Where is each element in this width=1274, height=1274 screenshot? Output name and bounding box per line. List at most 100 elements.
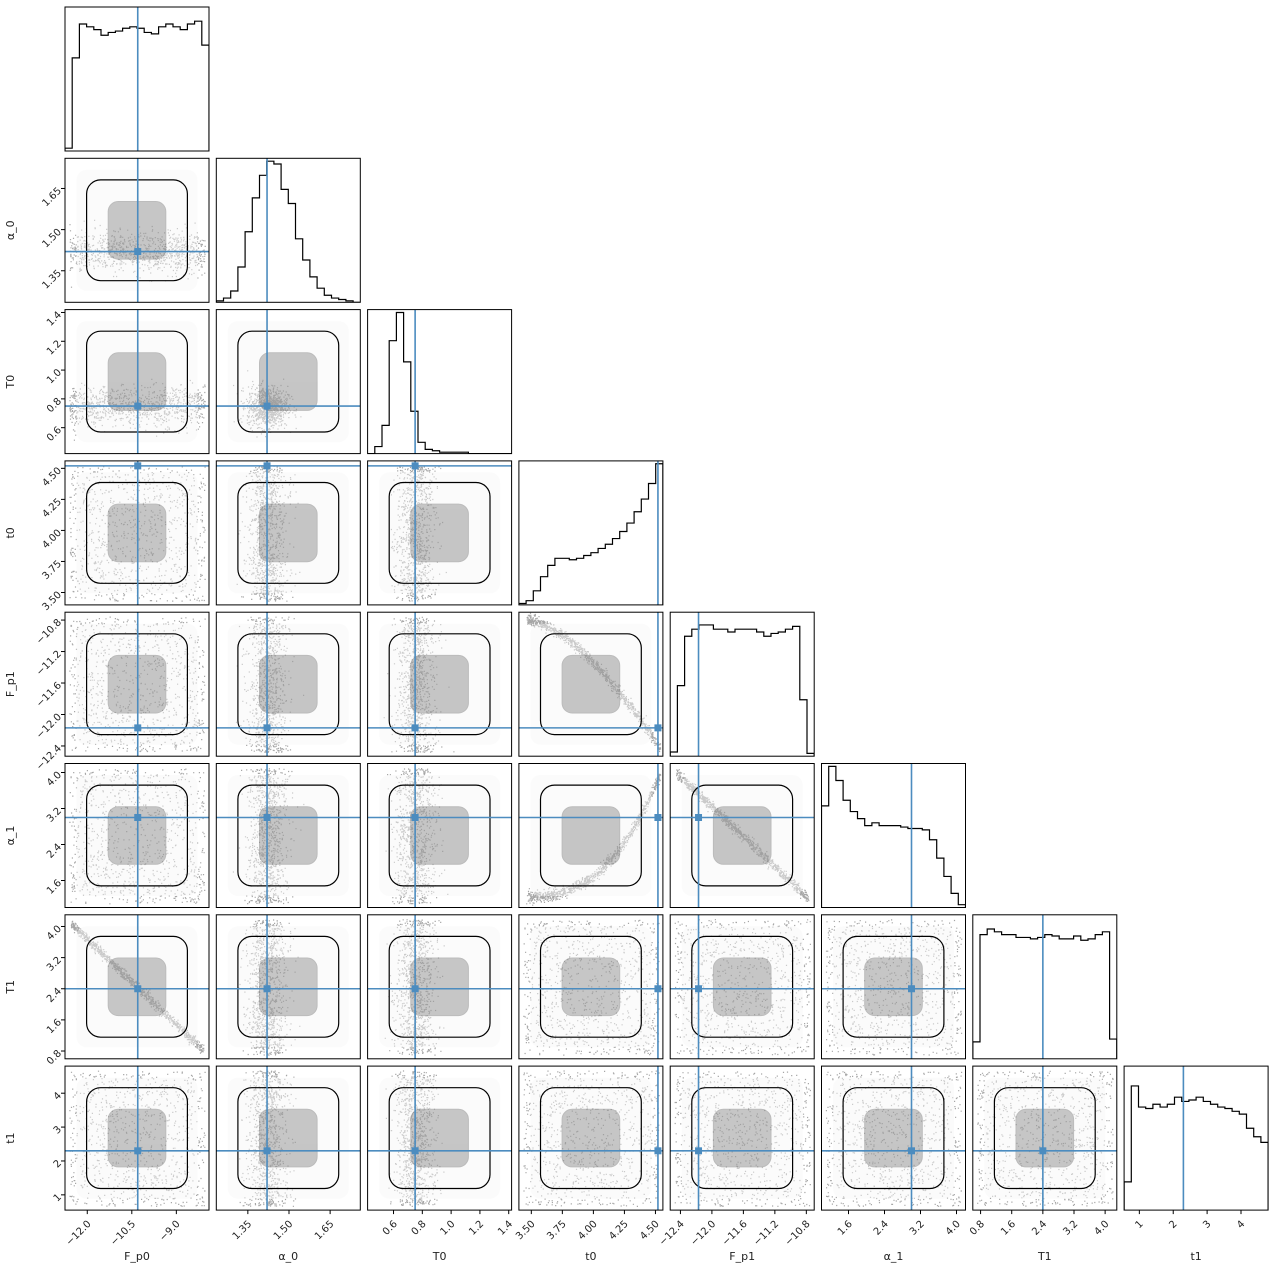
truth-marker (134, 724, 142, 732)
x-tick-label: −12.0 (689, 1219, 718, 1248)
x-tick-label: −10.8 (783, 1219, 812, 1248)
contour-inner (410, 503, 469, 563)
panel-4-4 (669, 611, 815, 757)
x-tick-label: 0.8 (968, 1219, 987, 1238)
x-tick-label: 2 (1167, 1219, 1179, 1231)
truth-marker (654, 814, 662, 821)
panel-bg (518, 460, 663, 605)
panel-frame (64, 611, 210, 757)
panel-5-0: 1.62.43.24.0α_1 (4, 763, 210, 908)
panel-bg (367, 309, 512, 454)
y-axis-label: t1 (4, 1132, 17, 1143)
x-tick-label: 0.8 (410, 1219, 429, 1238)
x-tick-label: 3.2 (908, 1219, 927, 1238)
contour-inner (561, 654, 621, 714)
x-tick-label: 1.2 (467, 1219, 486, 1238)
truth-marker (411, 724, 419, 732)
panel-bg (670, 763, 815, 908)
panel-frame (518, 763, 664, 908)
x-tick-label: 4.00 (576, 1219, 600, 1243)
contour-outer (993, 1087, 1096, 1190)
histogram-T1 (972, 928, 1117, 1059)
panel-5-5 (821, 763, 966, 908)
panel-frame (518, 914, 664, 1060)
panel-5-3 (518, 763, 664, 908)
scatter-points (239, 1070, 297, 1207)
panel-6-0: 0.81.62.43.24.0T1 (4, 914, 210, 1067)
x-axis-label: t0 (585, 1250, 596, 1263)
contour-inner (410, 1108, 469, 1168)
density-fill (681, 775, 803, 896)
truth-marker (654, 724, 662, 732)
contour-inner (259, 654, 318, 714)
panel-6-1 (215, 914, 361, 1060)
x-tick-label: 1.6 (999, 1219, 1018, 1238)
y-axis-label: T0 (4, 375, 17, 390)
panel-frame (215, 309, 361, 455)
x-tick-label: −11.6 (720, 1219, 749, 1248)
panel-frame (972, 1065, 1118, 1211)
truth-marker (654, 1147, 662, 1155)
x-tick-label: 1.0 (438, 1219, 457, 1238)
panel-6-5 (821, 914, 966, 1060)
y-axis-label: α_0 (4, 220, 17, 240)
panel-4-0: −12.4−12.0−11.6−11.2−10.8F_p1 (4, 611, 210, 773)
panel-bg (367, 612, 512, 757)
y-tick-label: −12.4 (34, 743, 63, 772)
contour-inner (864, 957, 923, 1017)
y-tick-label: −11.6 (34, 680, 63, 709)
y-tick-label: 2 (52, 1158, 64, 1170)
panel-bg (216, 158, 361, 303)
scatter-points (385, 768, 449, 905)
truth-marker (411, 814, 419, 821)
panel-2-1 (215, 309, 361, 455)
y-tick-label: 4.00 (40, 528, 64, 552)
y-tick-label: 1 (52, 1192, 64, 1204)
density-fill (227, 623, 349, 745)
x-tick-label: 4.25 (607, 1219, 631, 1243)
panel-frame (215, 460, 361, 606)
truth-marker (134, 814, 142, 821)
contour-inner (259, 503, 318, 563)
scatter-points (236, 465, 301, 602)
contour-inner (259, 806, 318, 865)
panel-bg (216, 309, 361, 454)
panel-frame (1123, 1065, 1269, 1211)
panel-bg (216, 914, 361, 1059)
density-fill (379, 1077, 501, 1199)
panel-3-2 (367, 460, 513, 606)
panel-bg (518, 612, 663, 757)
x-tick-label: 3 (1201, 1219, 1213, 1231)
panel-frame (64, 460, 210, 606)
panel-frame (518, 1065, 664, 1211)
panel-bg (216, 612, 361, 757)
panel-frame (518, 460, 664, 606)
contour-inner (712, 957, 772, 1017)
x-tick-label: 4.0 (1092, 1219, 1111, 1238)
x-axis-label: T1 (1037, 1250, 1052, 1263)
density-fill (984, 1077, 1106, 1199)
panel-frame (215, 157, 361, 303)
contour-outer (237, 784, 340, 887)
x-axis-label: α_1 (884, 1250, 904, 1263)
x-tick-label: −9.0 (158, 1219, 183, 1244)
y-tick-label: 1.50 (40, 227, 64, 251)
panel-6-3 (518, 914, 664, 1060)
contour-outer (539, 784, 642, 887)
contour-inner (561, 1108, 621, 1168)
truth-marker (695, 814, 703, 821)
truth-marker (411, 462, 419, 470)
truth-marker (695, 985, 703, 993)
truth-marker (695, 1147, 703, 1155)
panel-2-0: 0.60.81.01.21.4T0 (4, 309, 210, 455)
panel-3-3 (518, 460, 664, 606)
y-tick-label: −11.2 (34, 649, 63, 678)
panel-frame (215, 763, 361, 908)
contour-outer (691, 935, 794, 1038)
density-fill (379, 623, 501, 745)
